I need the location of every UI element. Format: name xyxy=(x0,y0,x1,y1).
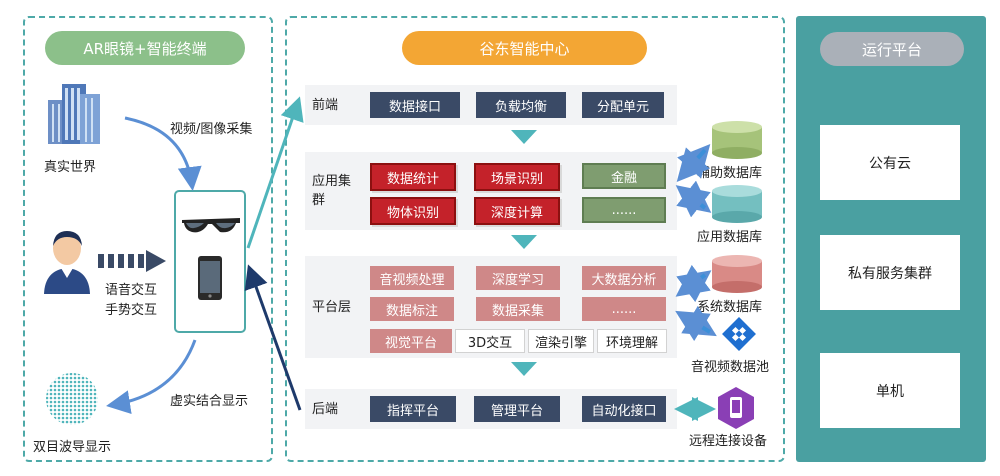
remote-label: 远程连接设备 xyxy=(689,434,768,449)
big-data-box: 大数据分析 xyxy=(582,266,666,290)
app-db-label: 应用数据库 xyxy=(697,230,763,245)
app-more-box: ...... xyxy=(582,197,666,223)
object-recognition-box: 物体识别 xyxy=(370,197,456,225)
aux-db-label: 辅助数据库 xyxy=(697,166,763,181)
dispatch-unit-box: 分配单元 xyxy=(582,92,664,118)
data-labeling-box: 数据标注 xyxy=(370,297,454,321)
waveguide-label: 双目波导显示 xyxy=(33,440,112,455)
management-platform-box: 管理平台 xyxy=(474,396,560,422)
arrow-down-2 xyxy=(511,235,537,249)
sys-db-label: 系统数据库 xyxy=(697,300,763,315)
app-cluster-layer-name-text: 应用集群 xyxy=(312,174,352,208)
3d-interaction-box: 3D交互 xyxy=(455,329,525,353)
data-stats-box: 数据统计 xyxy=(370,163,456,191)
scene-recognition-box: 场景识别 xyxy=(474,163,560,191)
aux-database-icon xyxy=(712,121,762,159)
capture-label: 视频/图像采集 xyxy=(170,122,253,137)
env-understanding-box: 环境理解 xyxy=(597,329,667,353)
public-cloud-box: 公有云 xyxy=(820,125,960,200)
mixed-display-label: 虚实结合显示 xyxy=(170,394,249,409)
arrow-down-1 xyxy=(511,130,537,144)
standalone-box: 单机 xyxy=(820,353,960,428)
real-world-label: 真实世界 xyxy=(44,160,97,175)
finance-box: 金融 xyxy=(582,163,666,189)
av-processing-box: 音视频处理 xyxy=(370,266,454,290)
av-pool-label: 音视频数据池 xyxy=(691,360,770,375)
vision-platform-box: 视觉平台 xyxy=(370,329,452,353)
right-panel-title: 运行平台 xyxy=(820,32,964,66)
automation-interface-box: 自动化接口 xyxy=(582,396,666,422)
input-arrow-icon xyxy=(98,250,166,272)
platform-layer-name: 平台层 xyxy=(312,300,352,315)
depth-compute-box: 深度计算 xyxy=(474,197,560,225)
center-panel-title: 谷东智能中心 xyxy=(402,31,647,65)
arrow-down-3 xyxy=(511,362,537,376)
backend-layer-name: 后端 xyxy=(312,402,339,417)
remote-device-icon xyxy=(718,387,754,429)
app-database-icon xyxy=(712,185,762,223)
smartphone-icon xyxy=(198,256,222,300)
app-cluster-layer-name: 应用集群 xyxy=(312,172,362,210)
data-collection-box: 数据采集 xyxy=(476,297,560,321)
frontend-layer-name: 前端 xyxy=(312,98,339,113)
load-balance-box: 负载均衡 xyxy=(476,92,566,118)
sys-database-icon xyxy=(712,255,762,293)
gesture-label: 手势交互 xyxy=(105,303,158,318)
left-panel-title: AR眼镜+智能终端 xyxy=(45,31,245,65)
private-cluster-box: 私有服务集群 xyxy=(820,235,960,310)
user-icon xyxy=(44,231,90,294)
platform-more-box: ...... xyxy=(582,297,666,321)
waveguide-display-icon xyxy=(46,373,98,425)
command-platform-box: 指挥平台 xyxy=(370,396,456,422)
building-icon xyxy=(48,84,100,144)
render-engine-box: 渲染引擎 xyxy=(528,329,594,353)
deep-learning-box: 深度学习 xyxy=(476,266,560,290)
ar-glasses-icon xyxy=(182,218,240,233)
data-interface-box: 数据接口 xyxy=(370,92,460,118)
voice-label: 语音交互 xyxy=(105,283,158,298)
av-data-pool-icon xyxy=(722,317,756,351)
